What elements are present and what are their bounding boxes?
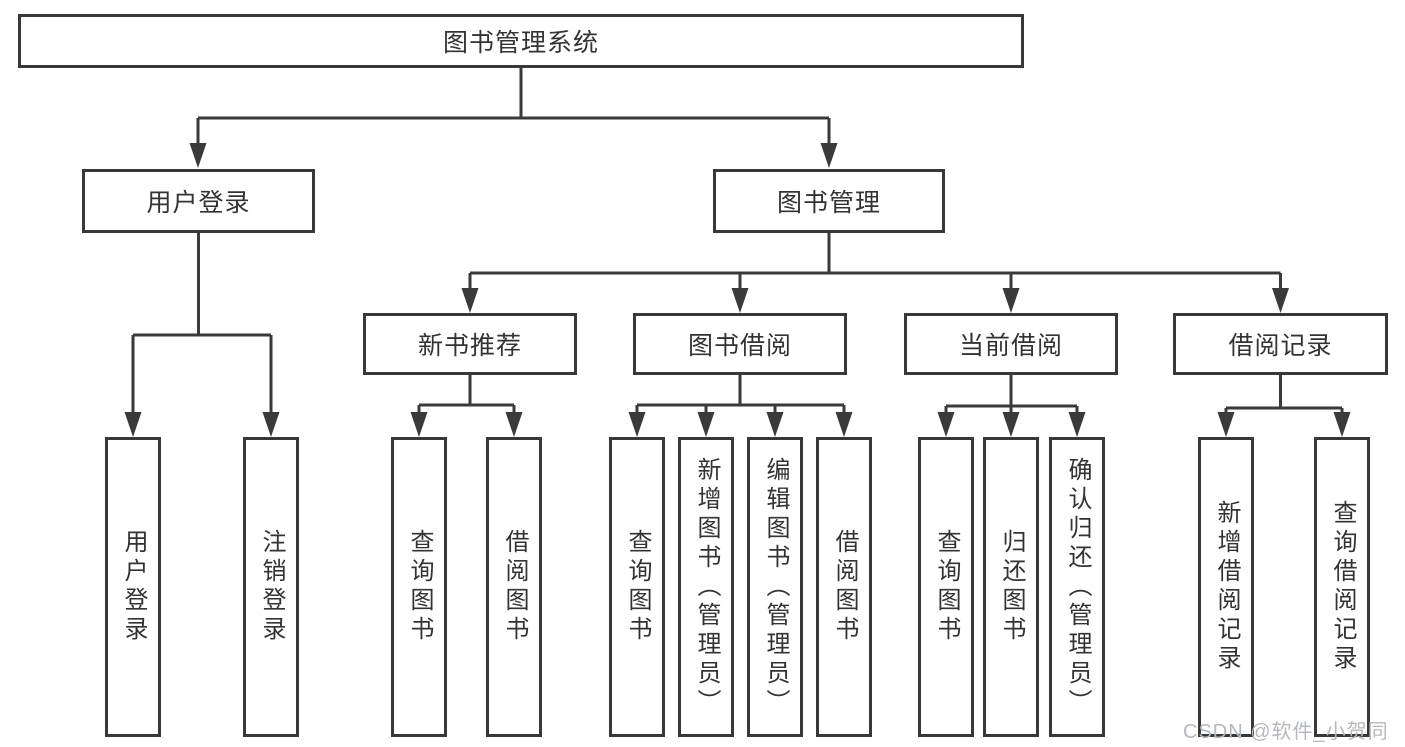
leaf-current-return-books: 归还图书	[983, 437, 1039, 737]
arrowhead	[835, 412, 853, 437]
leaf-records-add-record: 新增借阅记录	[1198, 437, 1254, 737]
arrowhead	[766, 412, 784, 437]
node-user-login: 用户登录	[82, 169, 315, 233]
arrowhead	[410, 412, 428, 437]
arrowhead	[189, 143, 207, 168]
arrowhead	[697, 412, 715, 437]
leaf-borrow-edit-books-admin: 编辑图书（管理员）	[747, 437, 803, 737]
arrowhead	[1002, 288, 1020, 313]
arrowhead	[124, 412, 142, 437]
node-root: 图书管理系统	[18, 14, 1024, 68]
arrowhead	[731, 288, 749, 313]
node-current-borrowing: 当前借阅	[904, 313, 1118, 375]
csdn-watermark: CSDN @软件_小贺同学	[1183, 721, 1389, 743]
leaf-newbook-query-books: 查询图书	[391, 437, 447, 737]
arrowhead	[1217, 412, 1235, 437]
arrowhead	[1272, 288, 1289, 313]
arrowhead	[505, 412, 523, 437]
leaf-user-login: 用户登录	[105, 437, 161, 737]
leaf-newbook-borrow-books: 借阅图书	[486, 437, 542, 737]
leaf-current-query-books: 查询图书	[918, 437, 974, 737]
node-borrowing-records: 借阅记录	[1173, 313, 1388, 375]
arrowhead	[937, 412, 955, 437]
arrowhead	[820, 143, 838, 168]
node-new-book-recommendation: 新书推荐	[363, 313, 577, 375]
leaf-borrow-add-books-admin: 新增图书（管理员）	[678, 437, 734, 737]
leaf-logout: 注销登录	[243, 437, 299, 737]
arrowhead	[1068, 412, 1086, 437]
tree-edges	[131, 68, 1344, 414]
arrowhead	[461, 288, 479, 313]
leaf-borrow-query-books: 查询图书	[609, 437, 665, 737]
node-book-management: 图书管理	[713, 169, 945, 233]
arrowhead	[1333, 412, 1351, 437]
leaf-records-query-record: 查询借阅记录	[1314, 437, 1370, 737]
node-book-borrowing: 图书借阅	[633, 313, 847, 375]
arrowhead	[628, 412, 646, 437]
leaf-borrow-borrow-books: 借阅图书	[816, 437, 872, 737]
arrowhead	[262, 412, 280, 437]
leaf-current-confirm-return-admin: 确认归还（管理员）	[1049, 437, 1105, 737]
arrowhead	[1002, 412, 1020, 437]
